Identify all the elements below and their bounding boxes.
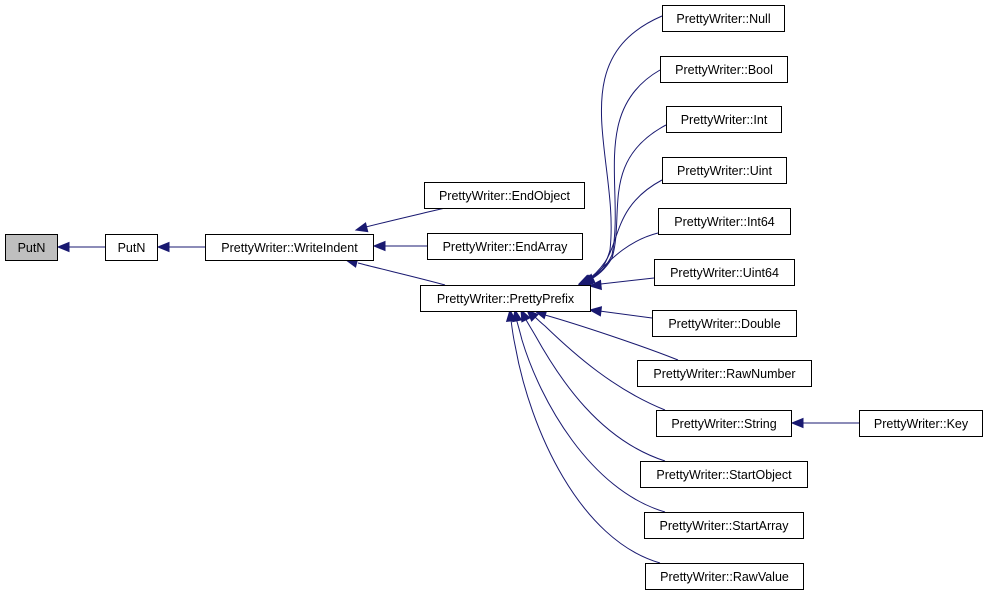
node-label: PrettyWriter::Double	[668, 317, 780, 331]
node-box	[640, 461, 808, 488]
edge-arrowhead	[588, 306, 603, 317]
edge-line	[589, 15, 663, 281]
node-label: PrettyWriter::String	[671, 417, 776, 431]
node-box	[205, 234, 374, 261]
node-box	[424, 182, 585, 209]
edge-null-to-prettyprefix	[581, 15, 663, 284]
node-writeindent[interactable]: PrettyWriter::WriteIndent	[205, 234, 374, 261]
node-box	[645, 563, 804, 590]
node-box	[652, 310, 797, 337]
node-null[interactable]: PrettyWriter::Null	[662, 5, 785, 32]
edge-int-to-prettyprefix	[578, 124, 667, 285]
edge-line	[510, 319, 661, 564]
node-uint64[interactable]: PrettyWriter::Uint64	[654, 259, 795, 286]
node-box	[658, 208, 791, 235]
node-label: PrettyWriter::RawValue	[660, 570, 789, 584]
edge-arrowhead	[526, 309, 539, 322]
node-bool[interactable]: PrettyWriter::Bool	[660, 56, 788, 83]
node-label: PrettyWriter::Int	[681, 113, 768, 127]
edge-line	[531, 313, 666, 411]
edge-line	[585, 179, 663, 282]
node-box	[427, 233, 583, 260]
node-box	[637, 360, 812, 387]
node-double[interactable]: PrettyWriter::Double	[652, 310, 797, 337]
edge-endarray-to-writeindent	[372, 240, 427, 252]
edge-arrowhead	[790, 417, 804, 429]
edge-line	[585, 232, 659, 283]
node-label: PrettyWriter::Int64	[674, 215, 775, 229]
node-label: PrettyWriter::RawNumber	[653, 367, 795, 381]
edge-line	[523, 315, 666, 462]
node-label: PrettyWriter::EndObject	[439, 189, 571, 203]
node-label: PrettyWriter::WriteIndent	[221, 241, 358, 255]
edge-string-to-prettyprefix	[526, 309, 666, 411]
edge-prettyprefix-to-writeindent	[344, 257, 446, 286]
edge-arrowhead	[354, 222, 369, 233]
edge-startobject-to-prettyprefix	[520, 308, 666, 462]
node-putn[interactable]: PutN	[105, 234, 158, 261]
node-box	[662, 5, 785, 32]
edge-arrowhead	[577, 275, 592, 286]
node-box	[5, 234, 58, 261]
edge-uint-to-prettyprefix	[577, 179, 663, 285]
node-box	[662, 157, 787, 184]
node-label: PutN	[18, 241, 46, 255]
node-box	[654, 259, 795, 286]
edge-endobject-to-writeindent	[354, 207, 446, 233]
edge-uint64-to-prettyprefix	[588, 277, 655, 291]
node-prettyprefix[interactable]: PrettyWriter::PrettyPrefix	[420, 285, 591, 312]
node-label: PrettyWriter::StartObject	[656, 468, 792, 482]
edge-arrowhead	[588, 279, 602, 291]
edge-arrowhead	[505, 308, 517, 322]
edge-line	[544, 314, 679, 361]
node-box	[666, 106, 782, 133]
node-endobject[interactable]: PrettyWriter::EndObject	[424, 182, 585, 209]
node-uint[interactable]: PrettyWriter::Uint	[662, 157, 787, 184]
node-key[interactable]: PrettyWriter::Key	[859, 410, 983, 437]
node-label: PrettyWriter::Uint64	[670, 266, 779, 280]
node-putn_root: PutN	[5, 234, 58, 261]
edge-writeindent-to-putn	[156, 241, 205, 253]
node-box	[660, 56, 788, 83]
node-box	[105, 234, 158, 261]
node-startobject[interactable]: PrettyWriter::StartObject	[640, 461, 808, 488]
node-int64[interactable]: PrettyWriter::Int64	[658, 208, 791, 235]
edge-rawvalue-to-prettyprefix	[505, 308, 661, 564]
node-label: PrettyWriter::Null	[676, 12, 770, 26]
edge-arrowhead	[156, 241, 170, 253]
edge-arrowhead	[520, 308, 531, 323]
node-box	[420, 285, 591, 312]
node-label: PrettyWriter::StartArray	[660, 519, 790, 533]
edge-arrowhead	[372, 240, 386, 252]
node-startarray[interactable]: PrettyWriter::StartArray	[644, 512, 804, 539]
edge-line	[591, 309, 653, 319]
node-box	[644, 512, 804, 539]
edge-line	[587, 124, 667, 282]
edge-int64-to-prettyprefix	[577, 232, 659, 286]
node-rawvalue[interactable]: PrettyWriter::RawValue	[645, 563, 804, 590]
edge-line	[591, 277, 655, 286]
node-box	[656, 410, 792, 437]
node-label: PrettyWriter::PrettyPrefix	[437, 292, 575, 306]
node-label: PrettyWriter::Key	[874, 417, 969, 431]
node-endarray[interactable]: PrettyWriter::EndArray	[427, 233, 583, 260]
edge-line	[515, 317, 666, 513]
edge-putn-to-putn_root	[56, 241, 105, 253]
node-string[interactable]: PrettyWriter::String	[656, 410, 792, 437]
node-label: PrettyWriter::Uint	[677, 164, 772, 178]
edge-arrowhead	[56, 241, 70, 253]
edge-line	[357, 262, 446, 286]
node-label: PrettyWriter::Bool	[675, 63, 773, 77]
node-int[interactable]: PrettyWriter::Int	[666, 106, 782, 133]
edge-line	[357, 207, 446, 230]
node-label: PrettyWriter::EndArray	[443, 240, 569, 254]
edge-double-to-prettyprefix	[588, 306, 653, 319]
edge-key-to-string	[790, 417, 859, 429]
node-box	[859, 410, 983, 437]
node-label: PutN	[118, 241, 146, 255]
node-rawnumber[interactable]: PrettyWriter::RawNumber	[637, 360, 812, 387]
